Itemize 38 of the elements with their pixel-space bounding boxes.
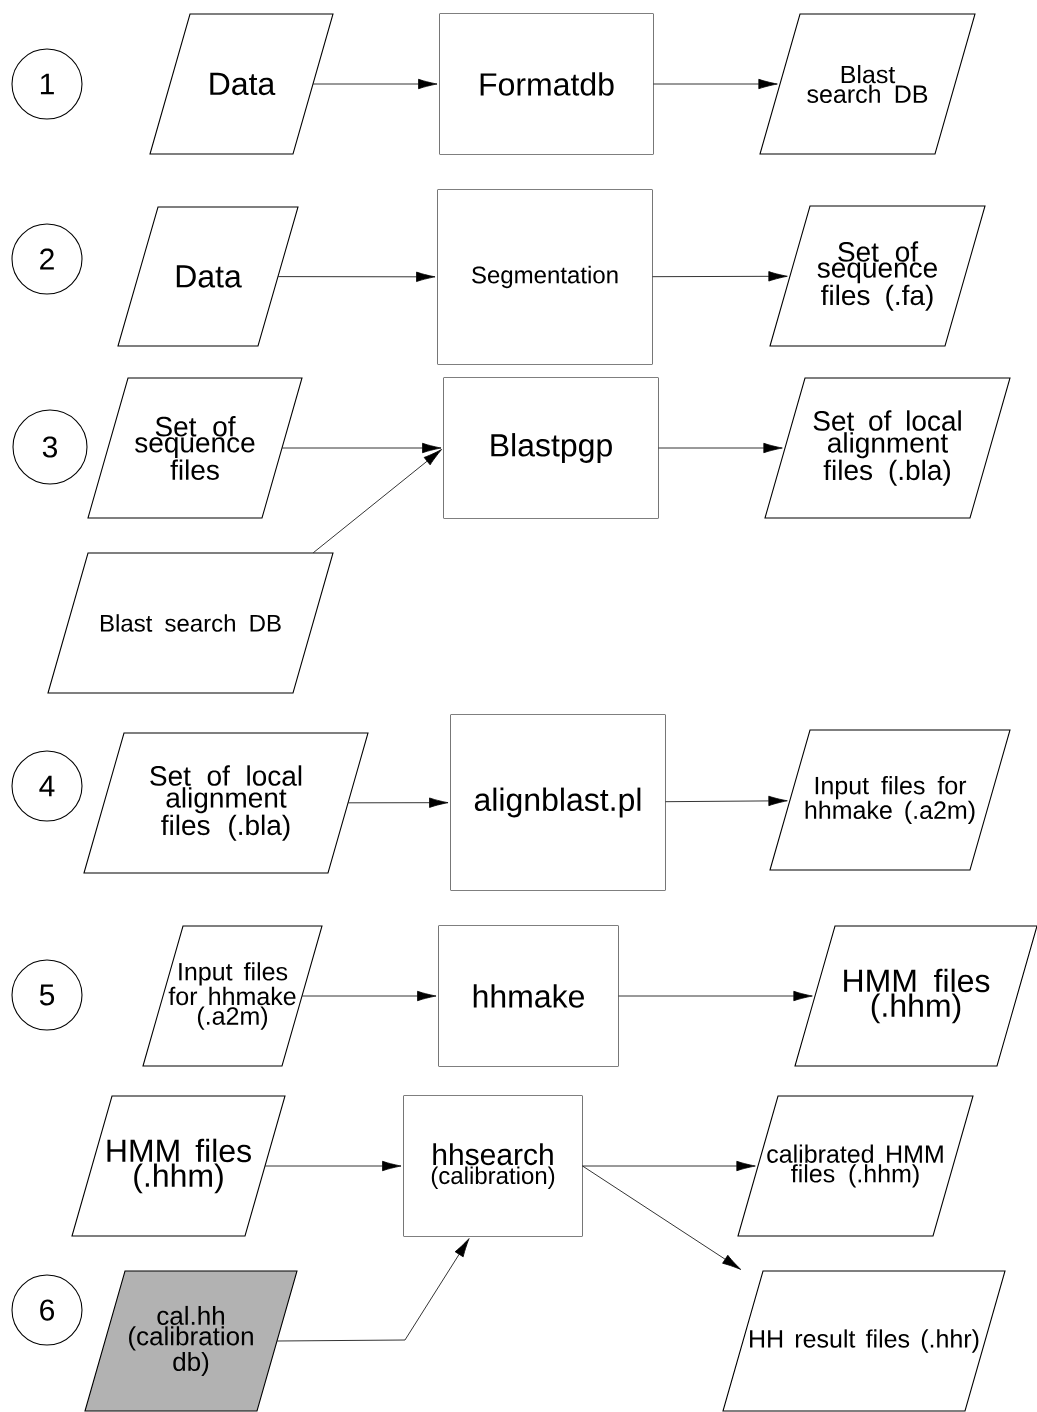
data-parallelogram: calibrated HMM files (.hhm): [737, 1095, 974, 1237]
data-parallelogram: cal.hh (calibration db): [84, 1270, 298, 1412]
process-box: Blastpgp: [443, 377, 659, 519]
node-label: hhsearch: [433, 1143, 553, 1166]
arrow: [665, 795, 788, 807]
arrow: [652, 271, 788, 282]
data-parallelogram: Set of local alignment files (.bla): [764, 377, 1011, 519]
data-parallelogram: Input files for hhmake (.a2m): [769, 729, 1011, 871]
data-parallelogram: Blast search DB: [759, 13, 976, 155]
arrow: [653, 78, 778, 90]
process-box: hhmake: [438, 925, 619, 1067]
arrow: [618, 990, 813, 1002]
process-box: Formatdb: [439, 13, 654, 155]
node-label: (calibration): [431, 1166, 555, 1189]
data-parallelogram: Set of sequence files (.fa): [769, 205, 986, 347]
arrow: [301, 990, 437, 1002]
data-parallelogram: Set of local alignment files (.bla): [83, 732, 369, 874]
data-parallelogram: Data: [149, 13, 334, 155]
arrow: [264, 1160, 402, 1172]
arrow: [582, 1165, 742, 1270]
data-parallelogram: HH result files (.hhr): [722, 1270, 1006, 1412]
data-parallelogram: Blast search DB: [47, 552, 334, 694]
process-box: hhsearch (calibration): [403, 1095, 583, 1237]
arrow: [277, 271, 436, 282]
arrow: [312, 449, 442, 554]
arrow: [658, 442, 783, 454]
data-parallelogram: HMM files (.hhm): [71, 1095, 286, 1237]
data-parallelogram: HMM files (.hhm): [794, 925, 1037, 1067]
arrow: [312, 78, 438, 90]
data-parallelogram: Data: [117, 206, 299, 347]
process-box: Segmentation: [437, 189, 653, 365]
data-parallelogram: Set of sequence files: [87, 377, 303, 519]
data-parallelogram: Input files for hhmake (.a2m): [142, 925, 323, 1067]
arrow: [582, 1160, 756, 1172]
process-box: alignblast.pl: [450, 714, 666, 891]
arrow: [276, 1238, 470, 1342]
arrow: [347, 797, 449, 808]
arrow: [281, 442, 442, 454]
